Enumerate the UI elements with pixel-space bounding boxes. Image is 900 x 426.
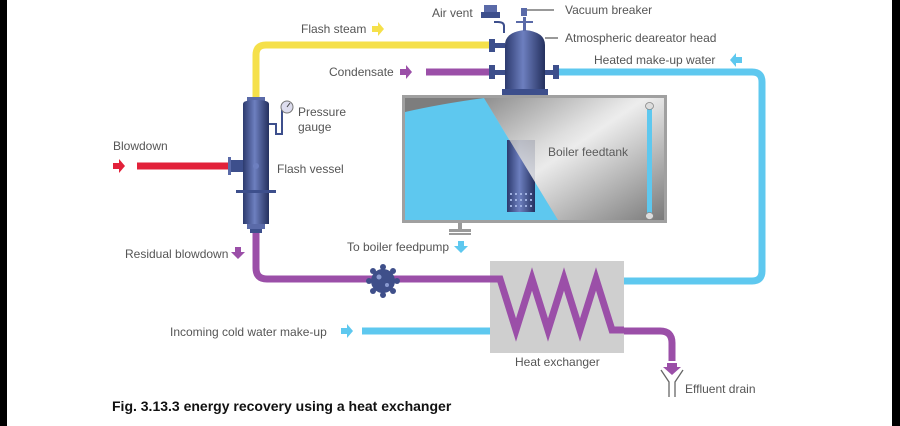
condensate-label: Condensate — [329, 65, 394, 79]
pressure-gauge-icon — [269, 100, 294, 135]
drain-funnel-icon — [660, 369, 684, 397]
effluent-drain-label: Effluent drain — [685, 382, 756, 396]
residual-blowdown-pipe — [252, 232, 492, 283]
heated-water-arrow-icon — [730, 53, 742, 67]
to-boiler-feedpump-label: To boiler feedpump — [347, 240, 449, 254]
blowdown-arrow-icon — [113, 159, 125, 173]
pressure-gauge-label-line1: Pressure — [298, 105, 346, 119]
figure-caption: Fig. 3.13.3 energy recovery using a heat… — [112, 398, 452, 414]
boiler-feedtank-label: Boiler feedtank — [548, 145, 629, 159]
feed-pump-icon — [366, 264, 400, 298]
cold-water-arrow-icon — [341, 324, 353, 338]
heated-makeup-water-label: Heated make-up water — [594, 53, 715, 67]
left-border-bar — [0, 0, 7, 426]
flash-steam-label: Flash steam — [301, 22, 366, 36]
heat-exchanger-label: Heat exchanger — [515, 355, 600, 369]
heat-exchanger-coil — [490, 267, 624, 342]
effluent-arrow-icon — [663, 363, 681, 375]
to-feedpump-arrow-icon — [454, 241, 468, 253]
incoming-cold-water-label: Incoming cold water make-up — [170, 325, 327, 339]
tank-outlet — [449, 223, 471, 235]
pressure-gauge-label-line2: gauge — [298, 120, 332, 134]
air-vent-label: Air vent — [432, 6, 473, 20]
flash-steam-arrow-icon — [372, 22, 384, 36]
boiler-feedtank — [402, 95, 667, 223]
deaerator-head — [489, 8, 559, 95]
condensate-arrow-icon — [400, 65, 412, 79]
air-vent-icon — [481, 5, 500, 18]
vacuum-breaker-label: Vacuum breaker — [565, 3, 652, 17]
heated-makeup-water-pipe — [555, 68, 766, 285]
flash-vessel-label: Flash vessel — [277, 162, 344, 176]
flash-steam-pipe — [252, 41, 495, 97]
right-border-bar — [892, 0, 900, 426]
residual-blowdown-arrow-icon — [231, 247, 245, 259]
blowdown-label: Blowdown — [113, 139, 168, 153]
effluent-pipe — [624, 327, 676, 361]
deaerator-head-label: Atmospheric deareator head — [565, 31, 716, 45]
residual-blowdown-label: Residual blowdown — [125, 247, 228, 261]
flash-vessel — [228, 97, 276, 233]
sight-glass — [647, 107, 652, 215]
